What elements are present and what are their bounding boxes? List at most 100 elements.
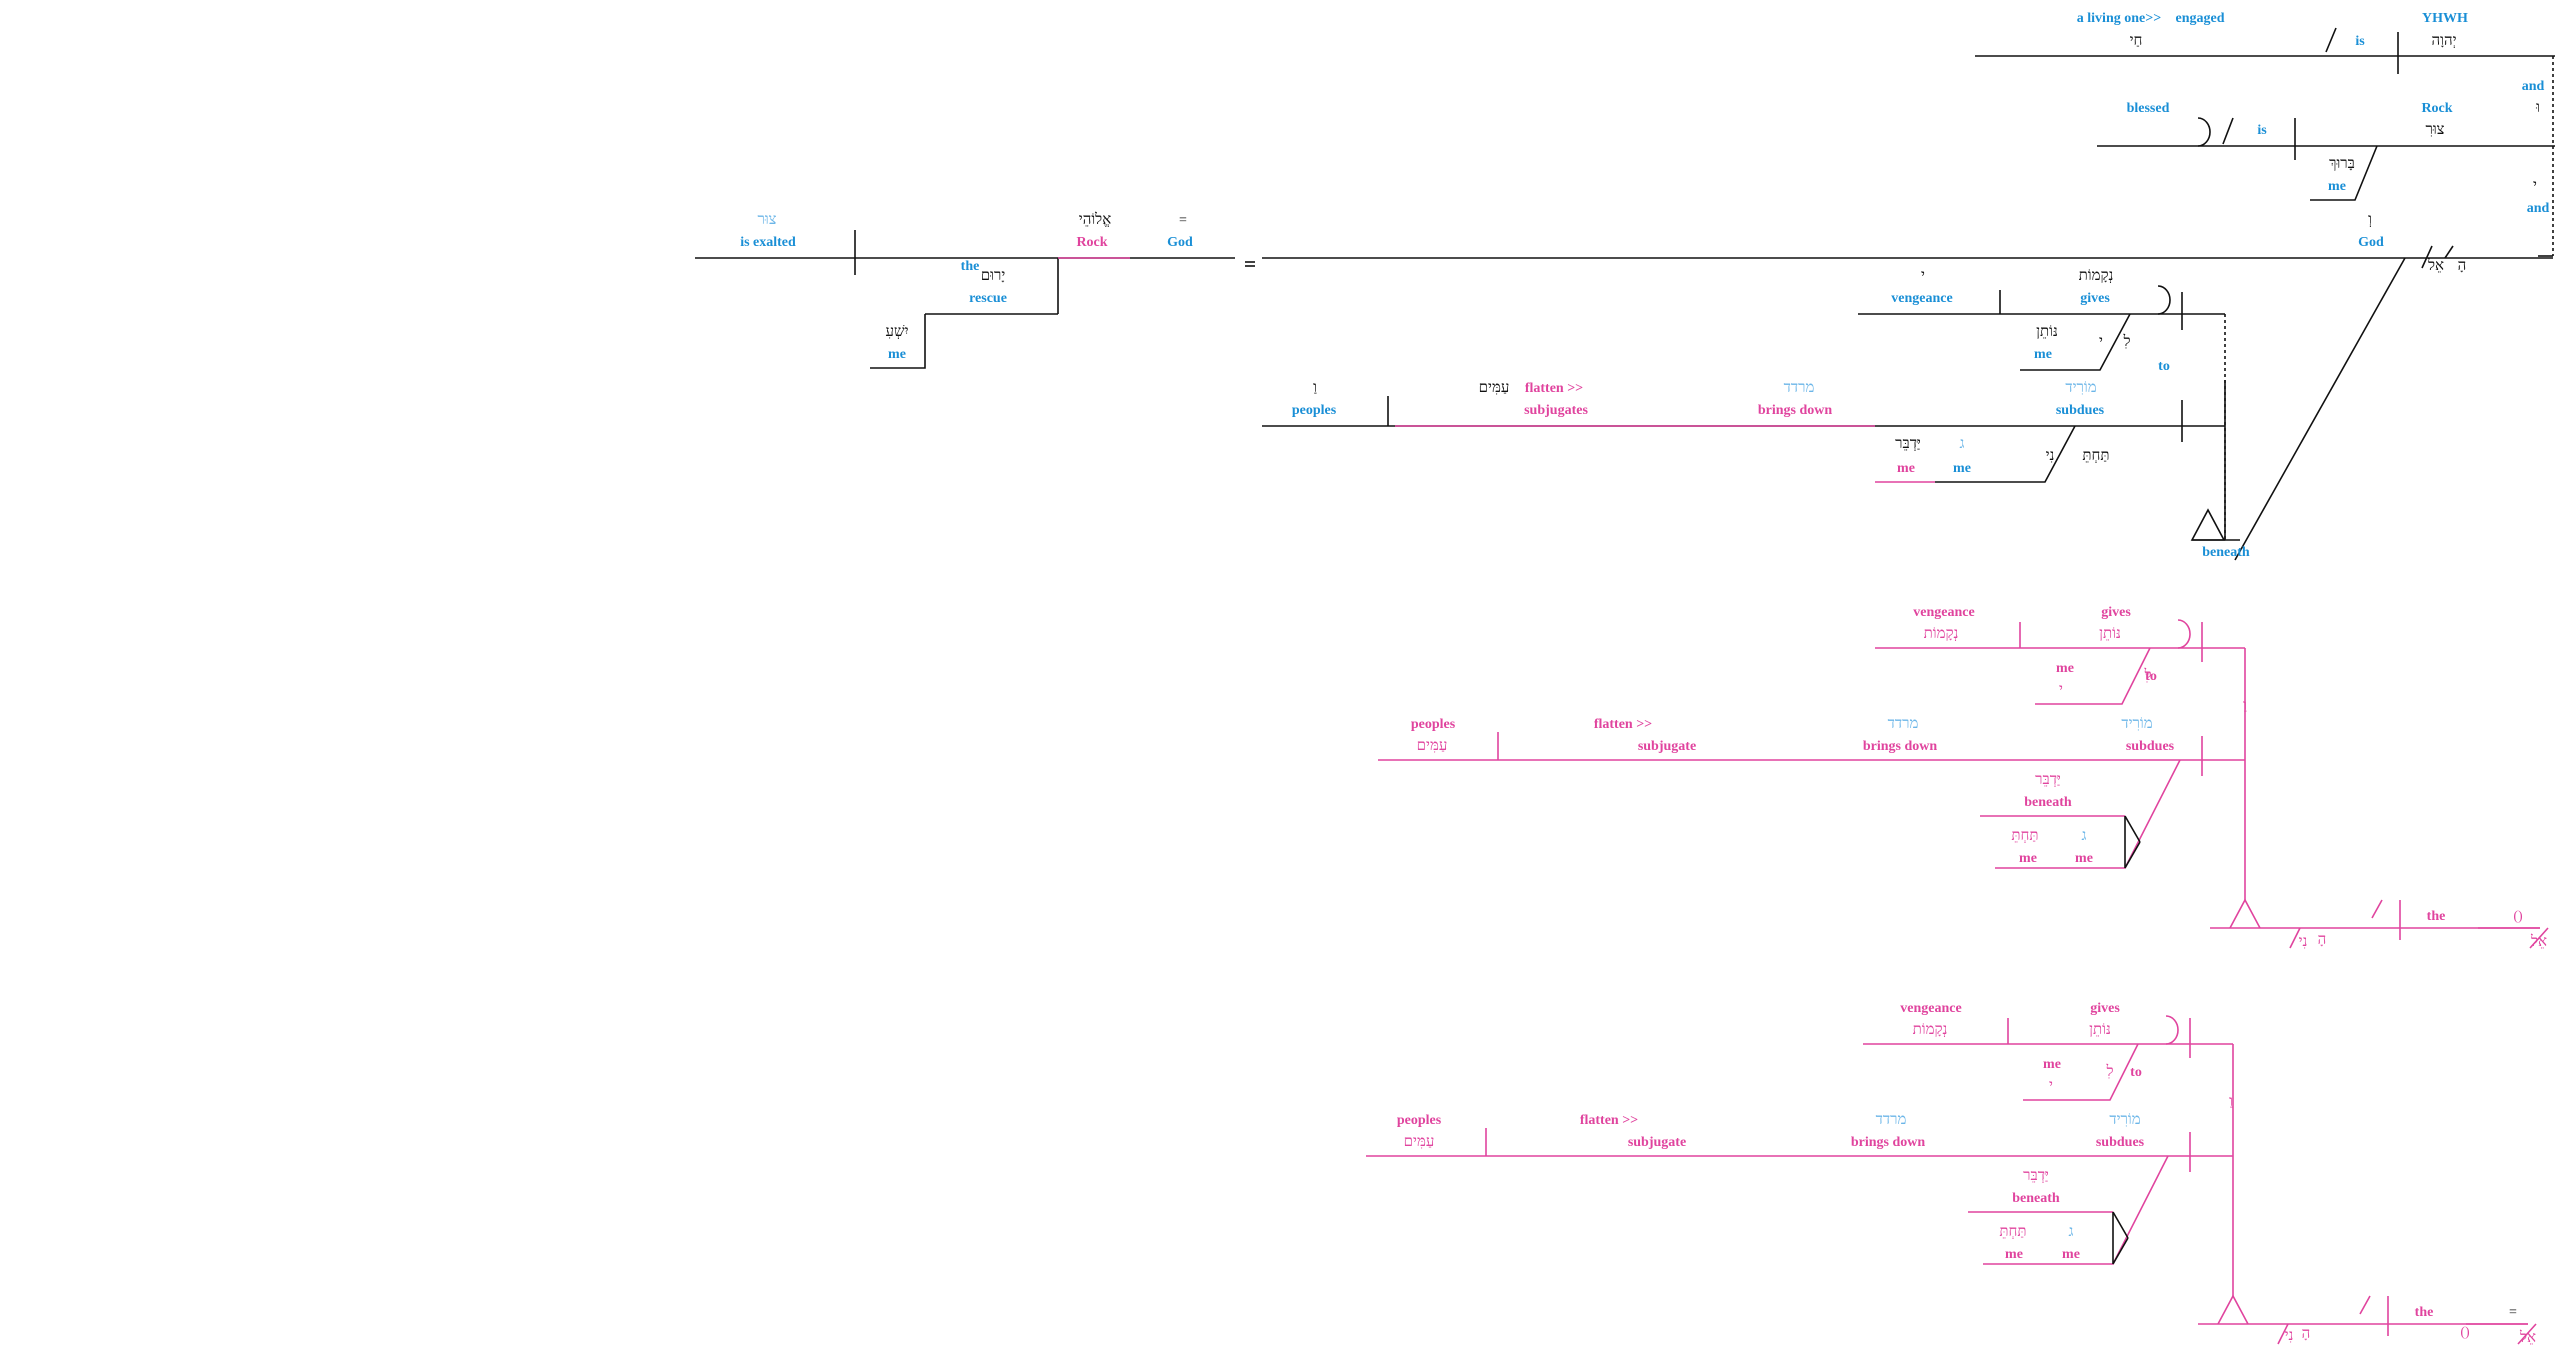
- heb-tachat-1: תַּחְתֵּ: [2082, 448, 2109, 464]
- bracket-blessed: [2197, 117, 2211, 147]
- gloss-subjugate-3: subjugate: [1628, 1135, 1686, 1150]
- heb-vav-2: וְ: [2368, 212, 2372, 228]
- gloss-the-1: the: [961, 259, 980, 274]
- gloss-vengeance-1: vengeance: [1891, 291, 1952, 306]
- gloss-beneath-1: beneath: [2202, 545, 2250, 560]
- gloss-vengeance-2: vengeance: [1913, 605, 1974, 620]
- gloss-subdues-2: subdues: [2126, 739, 2175, 754]
- gloss-the-2: the: [2427, 909, 2446, 924]
- gloss-me-5: me: [1953, 461, 1971, 476]
- triangle-ha: [2229, 898, 2261, 929]
- triangle-ha: [2217, 1294, 2249, 1325]
- bracket-arm-b: [2124, 841, 2141, 869]
- heb-neqamot-3: נְקָמוֹת: [1913, 1022, 1948, 1038]
- heb-elohe: אֱלוֹהֵי: [1079, 211, 1111, 228]
- gloss-rescue: rescue: [969, 291, 1007, 306]
- heb-chay: חַי: [2130, 33, 2143, 49]
- parens-1: (): [2513, 909, 2523, 924]
- gloss-living-one: a living one>>: [2077, 11, 2161, 26]
- gloss-peoples-3: peoples: [1397, 1113, 1442, 1128]
- modifier-me-1: [2310, 145, 2378, 201]
- heb-yadber-2: יַּדְבֵּר: [2035, 772, 2061, 788]
- heb-yarum: יָרוּם: [981, 268, 1006, 284]
- heb-i-1: י: [2533, 178, 2537, 194]
- heb-rdd-1: מרדד: [1784, 380, 1815, 396]
- slash-god: [2529, 927, 2549, 949]
- slash-the: [2289, 927, 2301, 949]
- slash-the: [2277, 1323, 2289, 1345]
- gloss-beneath-2: beneath: [2024, 795, 2072, 810]
- heb-tachat-2: תַּחְתֵּ: [2011, 828, 2038, 844]
- gloss-rock-1: Rock: [2421, 101, 2452, 116]
- heb-yhwh: יְהוָה: [2431, 33, 2456, 49]
- gloss-the-3: the: [2415, 1305, 2434, 1320]
- heb-morid-3: מוֹרִיד: [2109, 1112, 2140, 1128]
- gloss-subdues-3: subdues: [2096, 1135, 2145, 1150]
- heb-yadber-1: יַּדְבֵּר: [1895, 436, 1921, 452]
- heb-i-3: י: [2099, 334, 2103, 350]
- gloss-and-2: and: [2527, 201, 2550, 216]
- modifier-to-me: [2035, 647, 2151, 705]
- heb-li-3: לִ: [2105, 1063, 2113, 1080]
- heb-tsur-1: צוּרִ: [2425, 122, 2444, 138]
- gloss-to-2: to: [2145, 669, 2157, 684]
- heb-el-3: אֵל: [2519, 1329, 2536, 1346]
- gloss-is-2: is: [2257, 123, 2267, 138]
- diagram-main-lines: [695, 27, 2555, 561]
- heb-rdd-2: מרדד: [1888, 716, 1919, 732]
- gloss-engaged: engaged: [2176, 11, 2225, 26]
- gloss-subdues-1: subdues: [2056, 403, 2105, 418]
- heb-el-2: אֵל: [2530, 933, 2547, 950]
- heb-neqamot-2: נְקָמוֹת: [1924, 626, 1959, 642]
- heb-noten-3: נּוֹתֵן: [2089, 1022, 2111, 1038]
- gloss-is-1: is: [2355, 34, 2365, 49]
- bracket-arm-a: [2112, 1211, 2129, 1239]
- heb-li-2: לִ: [2143, 667, 2151, 684]
- gloss-god-2: God: [1167, 235, 1193, 250]
- gloss-god-1: God: [2358, 235, 2384, 250]
- bracket-gives: [2177, 619, 2191, 649]
- modifier-to-me: [2023, 1043, 2139, 1101]
- heb-i-7: י: [2049, 1078, 2053, 1094]
- heb-amim-2: עַמִּים: [1417, 738, 1448, 754]
- gloss-me-8: me: [2075, 851, 2093, 866]
- parens-2: (): [2460, 1325, 2470, 1340]
- heb-ha-5: הָ: [2302, 1326, 2311, 1342]
- gloss-me-11: me: [2062, 1247, 2080, 1262]
- heb-i-2: י: [1921, 268, 1925, 284]
- heb-yesha: יִשְׁעִ: [885, 324, 908, 340]
- heb-i-5: י: [2059, 682, 2063, 698]
- bracket-arm-a: [2124, 815, 2141, 843]
- gloss-yhwh: YHWH: [2422, 11, 2468, 26]
- gloss-peoples-1: peoples: [1292, 403, 1337, 418]
- gloss-beneath-3: beneath: [2012, 1191, 2060, 1206]
- heb-gam-1: ג: [1960, 436, 1965, 452]
- heb-gam-3: ג: [2069, 1224, 2074, 1240]
- heb-vav-1: וּ: [2535, 100, 2540, 116]
- heb-vav-5: וַ: [2229, 1094, 2233, 1110]
- heb-ha-3: הָ: [2318, 932, 2327, 948]
- gloss-brings-down-1: brings down: [1758, 403, 1833, 418]
- gloss-gives-1: gives: [2080, 291, 2110, 306]
- heb-el-1: אֵל: [2427, 257, 2444, 274]
- gloss-me-7: me: [2019, 851, 2037, 866]
- heb-i-6: נִי: [2299, 934, 2308, 950]
- heb-tsur-2: צוּר: [757, 212, 776, 228]
- heb-ha-1: הָ: [2458, 258, 2467, 274]
- modifier-me-2: [870, 314, 926, 369]
- gloss-flatten-2: flatten >>: [1594, 717, 1652, 732]
- heb-yadber-3: יַּדְבֵּר: [2023, 1168, 2049, 1184]
- heb-vav-3: וַ: [1313, 380, 1317, 396]
- heb-tachat-3: תַּחְתֵּ: [1999, 1224, 2026, 1240]
- gloss-me-6: me: [2056, 661, 2074, 676]
- heb-vav-4: וַ: [2243, 698, 2247, 714]
- heb-morid-1: מוֹרִיד: [2065, 380, 2096, 396]
- gloss-is-exalted: is exalted: [740, 235, 796, 250]
- slash-article-1: [2421, 245, 2433, 269]
- diagram-labels: YHWH יְהוָה is a living one>> engaged חַי and ו…: [740, 11, 2549, 1346]
- gloss-and-1: and: [2522, 79, 2545, 94]
- gloss-rock-2: Rock: [1076, 235, 1107, 250]
- slash-god: [2517, 1323, 2537, 1345]
- bracket-arm-b: [2112, 1237, 2129, 1265]
- gloss-brings-down-2: brings down: [1863, 739, 1938, 754]
